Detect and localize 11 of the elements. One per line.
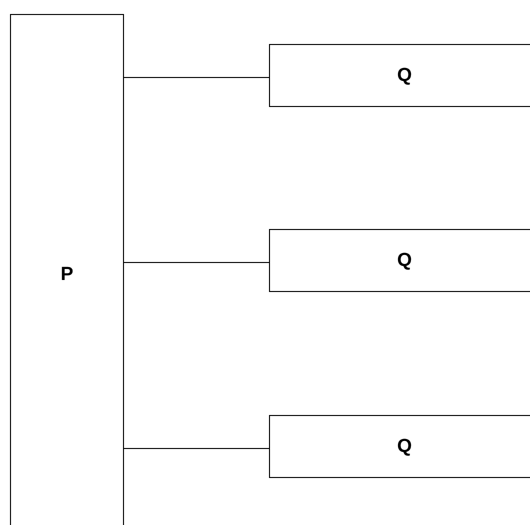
box-label: Q [397, 64, 412, 86]
box-label: P [60, 264, 74, 286]
connector-line [124, 77, 270, 78]
process-box [10, 14, 124, 525]
process-box [269, 415, 530, 478]
box-label: Q [397, 250, 412, 272]
box-label: Q [397, 436, 412, 458]
connector-line [124, 262, 270, 263]
connector-line [124, 448, 270, 449]
process-box [269, 229, 530, 292]
process-box [269, 44, 530, 107]
